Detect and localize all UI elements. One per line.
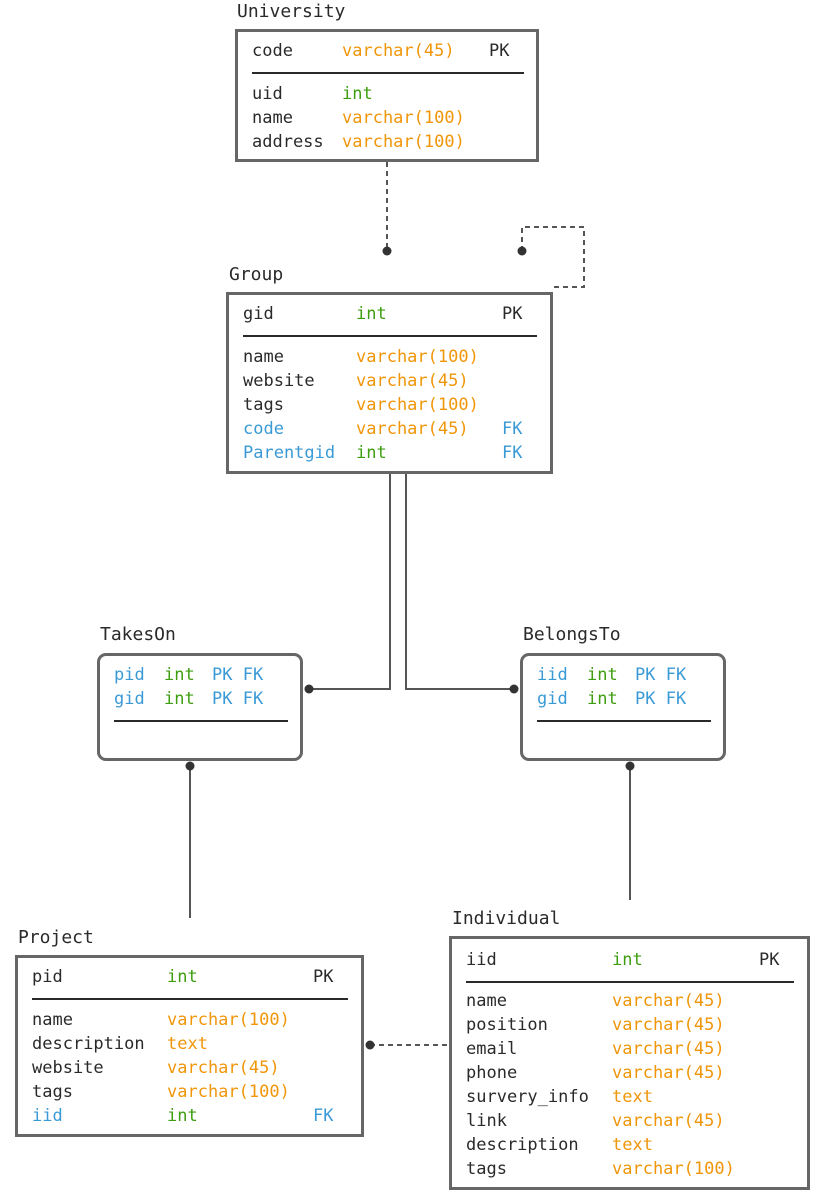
column-name: email bbox=[466, 1039, 518, 1059]
column-name: description bbox=[466, 1135, 579, 1155]
key-badge: PK bbox=[489, 41, 510, 61]
column-name: survery_info bbox=[466, 1087, 589, 1107]
column-name: iid bbox=[537, 665, 568, 685]
university-table-title: University bbox=[237, 1, 346, 22]
column-name: name bbox=[32, 1010, 73, 1030]
endpoint-dot bbox=[625, 761, 635, 771]
key-badge: PK bbox=[313, 967, 334, 987]
key-badge: PK bbox=[502, 304, 523, 324]
connector-group-self bbox=[521, 226, 585, 288]
endpoint-dot bbox=[382, 246, 392, 256]
column-name: address bbox=[252, 132, 324, 152]
column-type: text bbox=[167, 1034, 208, 1054]
column-type: int bbox=[587, 665, 618, 685]
column-name: name bbox=[466, 991, 507, 1011]
column-type: int bbox=[356, 443, 387, 463]
column-name: website bbox=[32, 1058, 104, 1078]
belongsto-table: iid int PK FK gid int PK FK bbox=[520, 653, 726, 761]
column-name: Parentgid bbox=[243, 443, 336, 463]
project-table: pid int PK name varchar(100) description… bbox=[15, 955, 364, 1137]
column-name: position bbox=[466, 1015, 548, 1035]
project-table-title: Project bbox=[18, 927, 94, 948]
pk-separator bbox=[243, 335, 537, 337]
group-table-title: Group bbox=[229, 264, 284, 285]
connector-group-takeson bbox=[309, 474, 391, 690]
column-type: int bbox=[612, 950, 643, 970]
column-type: text bbox=[612, 1135, 653, 1155]
column-type: varchar(45) bbox=[612, 991, 725, 1011]
column-type: varchar(45) bbox=[167, 1058, 280, 1078]
column-type: varchar(100) bbox=[342, 108, 465, 128]
key-badge: PK FK bbox=[635, 665, 687, 685]
column-name: tags bbox=[466, 1159, 507, 1179]
column-name: iid bbox=[32, 1106, 63, 1126]
endpoint-dot bbox=[304, 684, 314, 694]
column-type: int bbox=[342, 84, 373, 104]
key-badge: FK bbox=[502, 443, 523, 463]
key-badge: FK bbox=[313, 1106, 334, 1126]
column-name: code bbox=[243, 419, 284, 439]
column-type: int bbox=[167, 967, 198, 987]
pk-separator bbox=[32, 998, 348, 1000]
pk-separator bbox=[466, 981, 794, 983]
column-type: int bbox=[164, 665, 195, 685]
takeson-table-title: TakesOn bbox=[100, 624, 176, 645]
column-name: gid bbox=[537, 689, 568, 709]
column-name: description bbox=[32, 1034, 145, 1054]
column-type: int bbox=[167, 1106, 198, 1126]
column-type: text bbox=[612, 1087, 653, 1107]
endpoint-dot bbox=[509, 684, 519, 694]
belongsto-table-title: BelongsTo bbox=[523, 624, 621, 645]
key-badge: PK FK bbox=[212, 689, 264, 709]
pk-separator bbox=[114, 720, 288, 722]
group-table: gid int PK name varchar(100) website var… bbox=[226, 292, 553, 474]
column-type: varchar(100) bbox=[612, 1159, 735, 1179]
column-type: varchar(45) bbox=[612, 1039, 725, 1059]
key-badge: PK bbox=[759, 950, 780, 970]
university-table: code varchar(45) PK uid int name varchar… bbox=[235, 29, 539, 162]
column-name: name bbox=[252, 108, 293, 128]
column-type: varchar(100) bbox=[167, 1082, 290, 1102]
column-name: gid bbox=[114, 689, 145, 709]
column-name: link bbox=[466, 1111, 507, 1131]
key-badge: PK FK bbox=[635, 689, 687, 709]
column-type: varchar(45) bbox=[356, 419, 469, 439]
column-type: int bbox=[356, 304, 387, 324]
column-type: varchar(45) bbox=[612, 1111, 725, 1131]
endpoint-dot bbox=[185, 761, 195, 771]
column-name: uid bbox=[252, 84, 283, 104]
key-badge: PK FK bbox=[212, 665, 264, 685]
column-type: varchar(45) bbox=[612, 1063, 725, 1083]
column-name: phone bbox=[466, 1063, 518, 1083]
column-type: varchar(45) bbox=[342, 41, 455, 61]
column-name: tags bbox=[32, 1082, 73, 1102]
column-type: int bbox=[164, 689, 195, 709]
column-type: varchar(100) bbox=[356, 395, 479, 415]
column-name: gid bbox=[243, 304, 274, 324]
column-name: pid bbox=[114, 665, 145, 685]
column-name: iid bbox=[466, 950, 497, 970]
key-badge: FK bbox=[502, 419, 523, 439]
column-type: varchar(100) bbox=[167, 1010, 290, 1030]
pk-separator bbox=[252, 72, 524, 74]
column-type: varchar(100) bbox=[356, 347, 479, 367]
individual-table: iid int PK name varchar(45) position var… bbox=[449, 936, 810, 1190]
endpoint-dot bbox=[517, 246, 527, 256]
individual-table-title: Individual bbox=[452, 908, 561, 929]
column-name: pid bbox=[32, 967, 63, 987]
column-type: varchar(45) bbox=[612, 1015, 725, 1035]
connector-group-belongsto bbox=[405, 474, 514, 690]
column-name: tags bbox=[243, 395, 284, 415]
takeson-table: pid int PK FK gid int PK FK bbox=[97, 653, 303, 761]
column-type: varchar(45) bbox=[356, 371, 469, 391]
pk-separator bbox=[537, 720, 711, 722]
column-name: code bbox=[252, 41, 293, 61]
column-name: website bbox=[243, 371, 315, 391]
endpoint-dot bbox=[365, 1040, 375, 1050]
column-name: name bbox=[243, 347, 284, 367]
column-type: int bbox=[587, 689, 618, 709]
column-type: varchar(100) bbox=[342, 132, 465, 152]
